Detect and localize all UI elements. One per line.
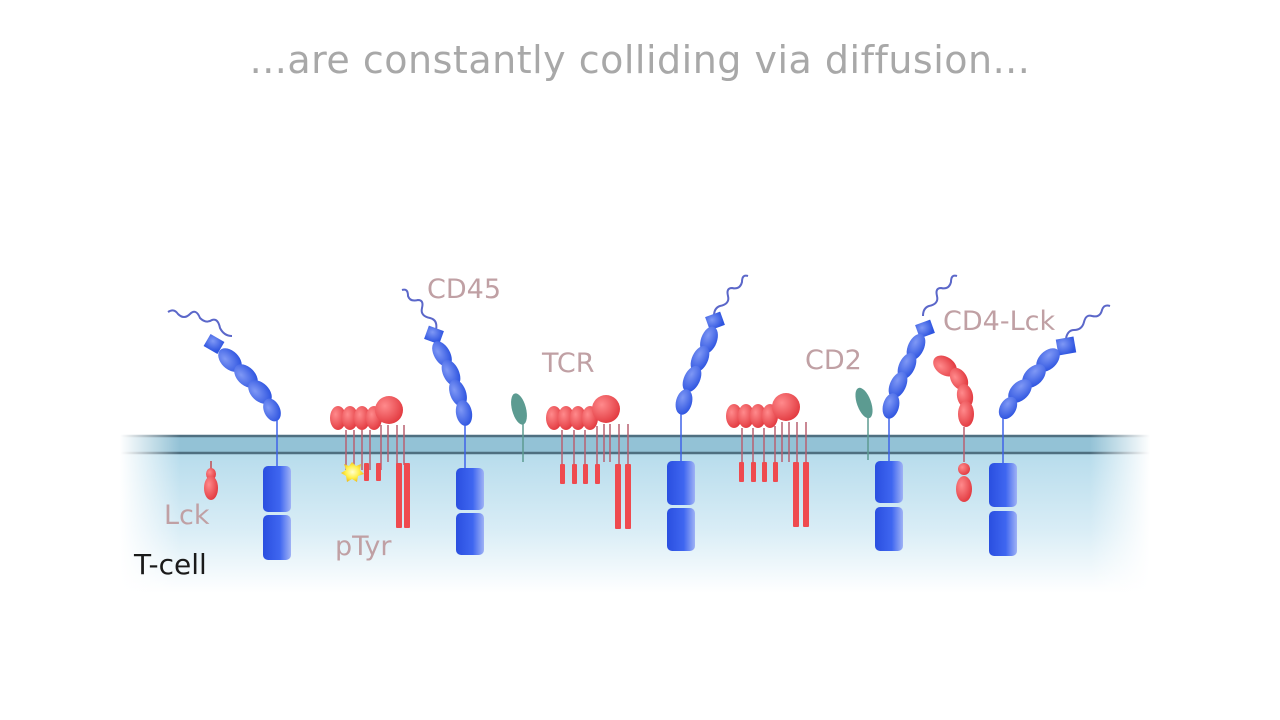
- label-lck: Lck: [164, 500, 210, 531]
- label-tcr: TCR: [541, 348, 595, 379]
- ptyr-phosphate-icon: [341, 462, 364, 482]
- cd45-molecule: [875, 274, 958, 551]
- caption-text: ...are constantly colliding via diffusio…: [249, 38, 1031, 82]
- cd4-lck-molecule: [933, 355, 974, 502]
- tcr-complex: [726, 393, 809, 527]
- label-ptyr: pTyr: [335, 531, 392, 562]
- cd45-molecule: [401, 288, 484, 555]
- tcr-complex-phosphorylated: [330, 396, 410, 528]
- tcr-complex: [546, 395, 631, 529]
- label-cd4-lck: CD4-Lck: [943, 306, 1055, 337]
- label-cd45: CD45: [427, 274, 501, 305]
- label-tcell: T-cell: [133, 548, 207, 581]
- cd45-molecule: [667, 274, 749, 551]
- cd45-molecule: [989, 304, 1111, 556]
- cd2-molecule: [855, 387, 873, 460]
- cd45-molecule: [167, 309, 291, 560]
- cd2-molecule: [511, 393, 527, 462]
- cytoplasm: [120, 430, 1150, 600]
- label-cd2: CD2: [805, 345, 862, 376]
- lck-molecule: [204, 461, 218, 500]
